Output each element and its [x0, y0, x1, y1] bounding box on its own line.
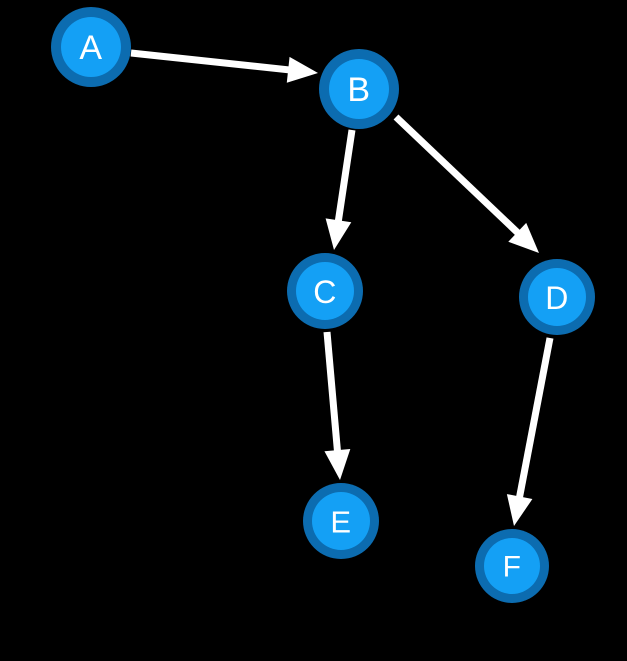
graph-edge-b-d[interactable] [393, 114, 539, 253]
graph-node-f[interactable]: F [475, 529, 549, 603]
node-core [484, 538, 540, 594]
edge-shaft [323, 331, 342, 457]
graph-node-e[interactable]: E [303, 483, 379, 559]
graph-node-d[interactable]: D [519, 259, 595, 335]
edge-shaft [515, 337, 554, 504]
edge-shaft [130, 49, 295, 74]
node-label: C [313, 274, 337, 310]
graph-node-c[interactable]: C [287, 253, 363, 329]
node-label: E [330, 505, 351, 540]
arrowhead-icon [325, 218, 352, 250]
edges-layer [130, 49, 554, 526]
graph-edge-b-c[interactable] [325, 129, 356, 250]
node-core [312, 492, 370, 550]
node-core [528, 268, 586, 326]
graph-edge-d-f[interactable] [506, 337, 554, 526]
graph-edge-c-e[interactable] [323, 331, 351, 480]
arrowhead-icon [508, 222, 539, 253]
graph-edge-a-b[interactable] [130, 49, 318, 83]
graph-node-a[interactable]: A [51, 7, 131, 87]
graph-node-b[interactable]: B [319, 49, 399, 129]
node-label: D [545, 280, 569, 316]
node-core [61, 17, 121, 77]
edge-shaft [334, 129, 356, 227]
arrowhead-icon [324, 448, 351, 480]
node-core [329, 59, 389, 119]
node-label: F [503, 551, 522, 584]
node-label: A [79, 29, 102, 67]
arrowhead-icon [286, 56, 318, 83]
node-label: B [347, 71, 370, 109]
edge-shaft [393, 114, 525, 239]
arrowhead-icon [506, 494, 533, 526]
node-core [296, 262, 354, 320]
nodes-layer: A B C D E F [51, 7, 595, 603]
